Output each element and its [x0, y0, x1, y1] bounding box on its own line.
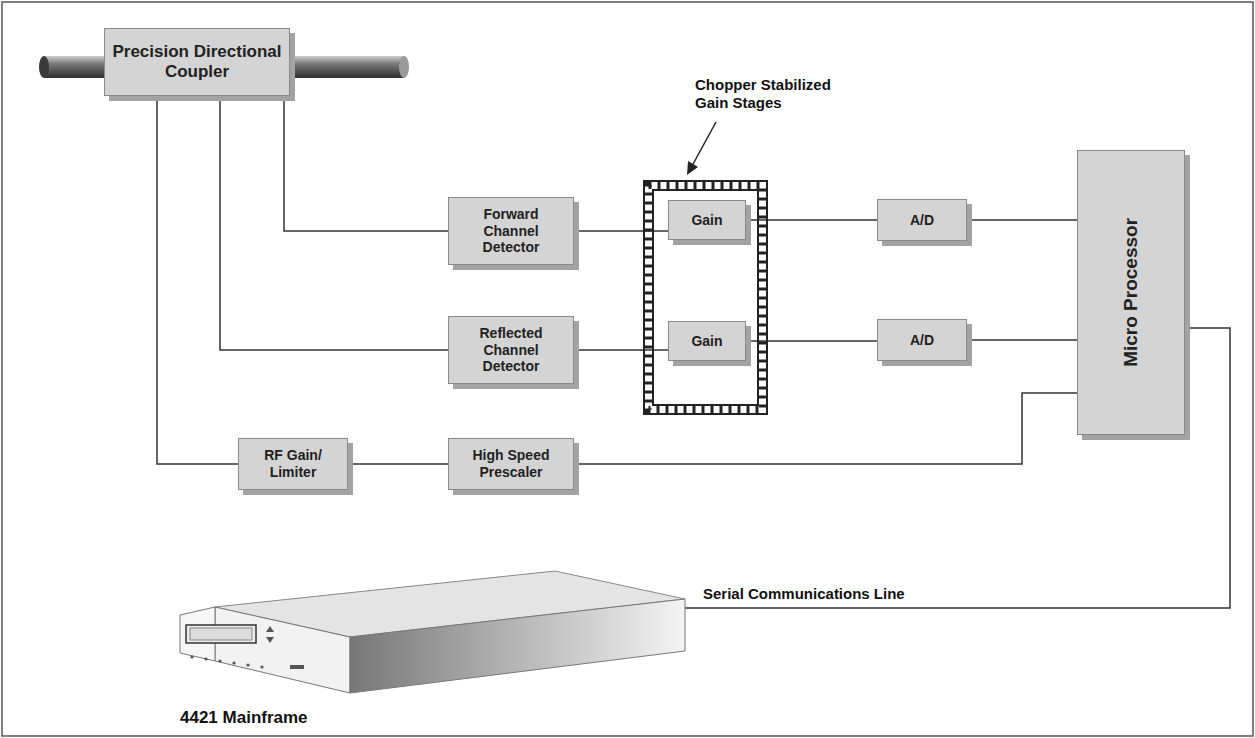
mainframe-unit: 4421 Mainframe [170, 565, 695, 730]
detector-box: Forward Channel Detector [448, 197, 574, 265]
signal-line [220, 96, 448, 350]
node-label: Gain [691, 212, 722, 229]
node-label: 4421 Mainframe [180, 708, 308, 728]
edge-label: Serial Communications Line [700, 585, 908, 602]
prescaler-box: High Speed Prescaler [448, 438, 574, 490]
signal-line [967, 339, 1077, 341]
node-label: Micro Processor [1120, 218, 1143, 367]
adc-box: A/D [877, 319, 967, 361]
node-label: Forward Channel Detector [455, 206, 567, 256]
signal-line [746, 219, 877, 221]
coupler-box: Precision Directional Coupler [104, 28, 290, 96]
processor-box: Micro Processor [1077, 150, 1185, 435]
node-label: RF Gain/ Limiter [245, 447, 341, 481]
node-label: High Speed Prescaler [455, 447, 567, 481]
rf-gain-box: RF Gain/ Limiter [238, 438, 348, 490]
chopper-callout-arrow [687, 122, 716, 175]
signal-line [157, 96, 238, 464]
adc-box: A/D [877, 199, 967, 241]
node-label: Precision Directional Coupler [111, 42, 283, 83]
node-label: Reflected Channel Detector [455, 325, 567, 375]
signal-line [348, 463, 448, 465]
node-label: A/D [910, 212, 934, 229]
node-label: Gain [691, 333, 722, 350]
detector-box: Reflected Channel Detector [448, 316, 574, 384]
mainframe-illustration [170, 565, 695, 730]
signal-line [574, 393, 1077, 464]
gain-box: Gain [668, 200, 746, 240]
node-label: Chopper Stabilized Gain Stages [695, 76, 835, 112]
chopper-enclosure: Chopper Stabilized Gain StagesGainGain [643, 180, 768, 415]
node-label: A/D [910, 332, 934, 349]
gain-box: Gain [668, 321, 746, 361]
signal-line [284, 96, 448, 231]
signal-line [967, 219, 1077, 221]
